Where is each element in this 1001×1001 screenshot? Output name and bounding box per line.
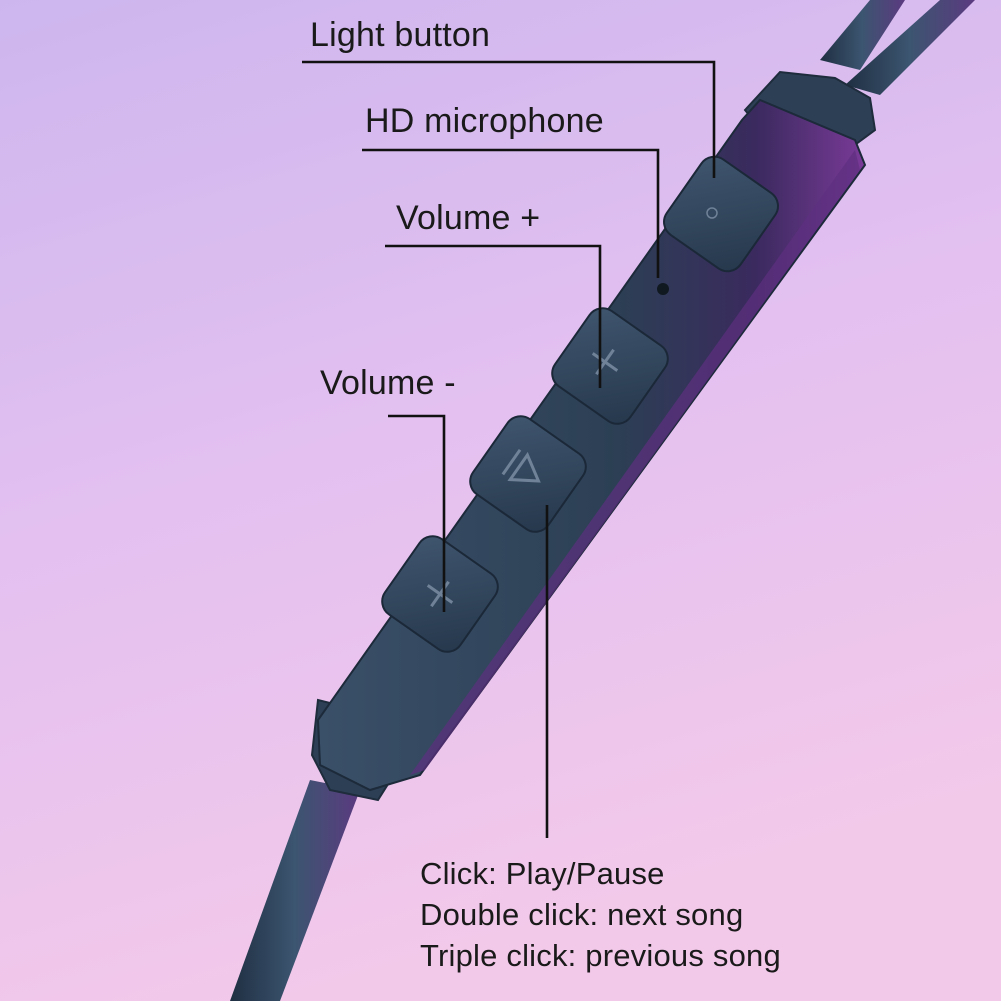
label-volume-down: Volume -	[320, 364, 456, 402]
callout-lines	[302, 60, 716, 838]
upper-cables	[820, 0, 975, 95]
play-pause-icon	[501, 448, 541, 483]
callout-light-button	[302, 60, 716, 178]
label-volume-up: Volume +	[396, 199, 541, 237]
function-click: Click: Play/Pause	[420, 856, 665, 891]
function-double-click: Double click: next song	[420, 897, 744, 932]
light-button-key[interactable]	[658, 151, 784, 278]
callout-volume-up	[385, 244, 602, 388]
callout-hd-microphone	[362, 148, 660, 278]
power-ring-icon	[706, 207, 718, 219]
callout-volume-down	[388, 414, 446, 612]
function-triple-click: Triple click: previous song	[420, 938, 781, 973]
label-light-button: Light button	[310, 16, 491, 54]
play-pause-key[interactable]	[464, 410, 592, 538]
volume-down-key[interactable]	[376, 530, 504, 658]
minus-icon	[426, 580, 454, 608]
label-hd-microphone: HD microphone	[365, 102, 604, 140]
microphone-hole	[657, 283, 669, 295]
volume-up-key[interactable]	[546, 302, 674, 430]
lower-cable	[230, 780, 360, 1001]
function-description: Click: Play/Pause Double click: next son…	[420, 856, 781, 973]
